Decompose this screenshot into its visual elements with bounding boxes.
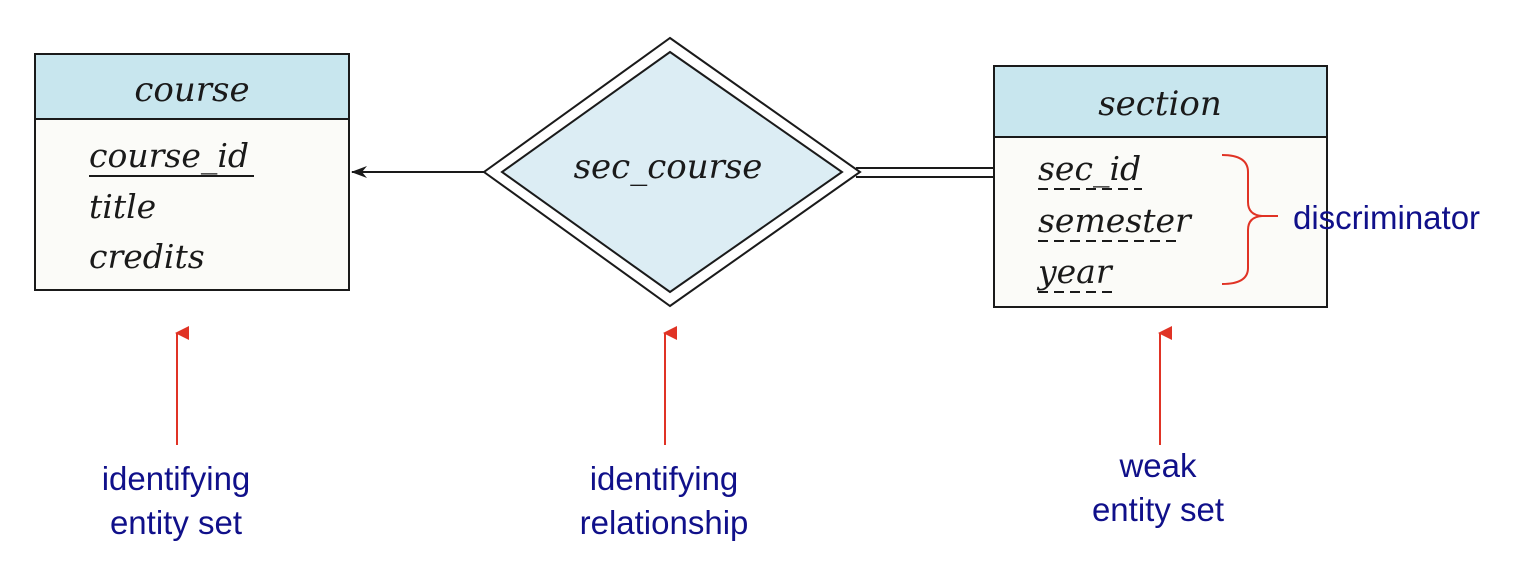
section-entity-body [993, 136, 1328, 308]
course-attr-course-id: course_id [89, 136, 249, 176]
course-attr-credits: credits [89, 237, 205, 276]
course-entity: course course_id title credits [34, 53, 350, 291]
identifying-relationship-label-line1: identifying [590, 460, 739, 497]
section-attr-sec-id: sec_id [1038, 149, 1141, 189]
relationship-inner-diamond [500, 50, 844, 294]
course-attr-title: title [89, 187, 156, 226]
weak-entity-set-label-line2: entity set [1092, 491, 1224, 528]
weak-entity-set-label-line1: weak [1118, 447, 1197, 484]
section-entity-header [993, 65, 1328, 138]
identifying-entity-set-label-line2: entity set [110, 504, 242, 541]
section-attr-year: year [1036, 252, 1114, 291]
course-entity-title: course [134, 70, 249, 110]
relationship-name: sec_course [574, 147, 763, 187]
identifying-entity-set-label-line1: identifying [102, 460, 251, 497]
sec-course-relationship: sec_course [482, 36, 862, 308]
section-attr-semester: semester [1038, 201, 1193, 240]
section-entity: section sec_id semester year [993, 65, 1328, 308]
discriminator-label: discriminator [1293, 199, 1480, 236]
identifying-relationship-label-line2: relationship [580, 504, 749, 541]
course-entity-header [34, 53, 350, 120]
section-entity-title: section [1098, 84, 1222, 124]
course-entity-body [34, 118, 350, 291]
